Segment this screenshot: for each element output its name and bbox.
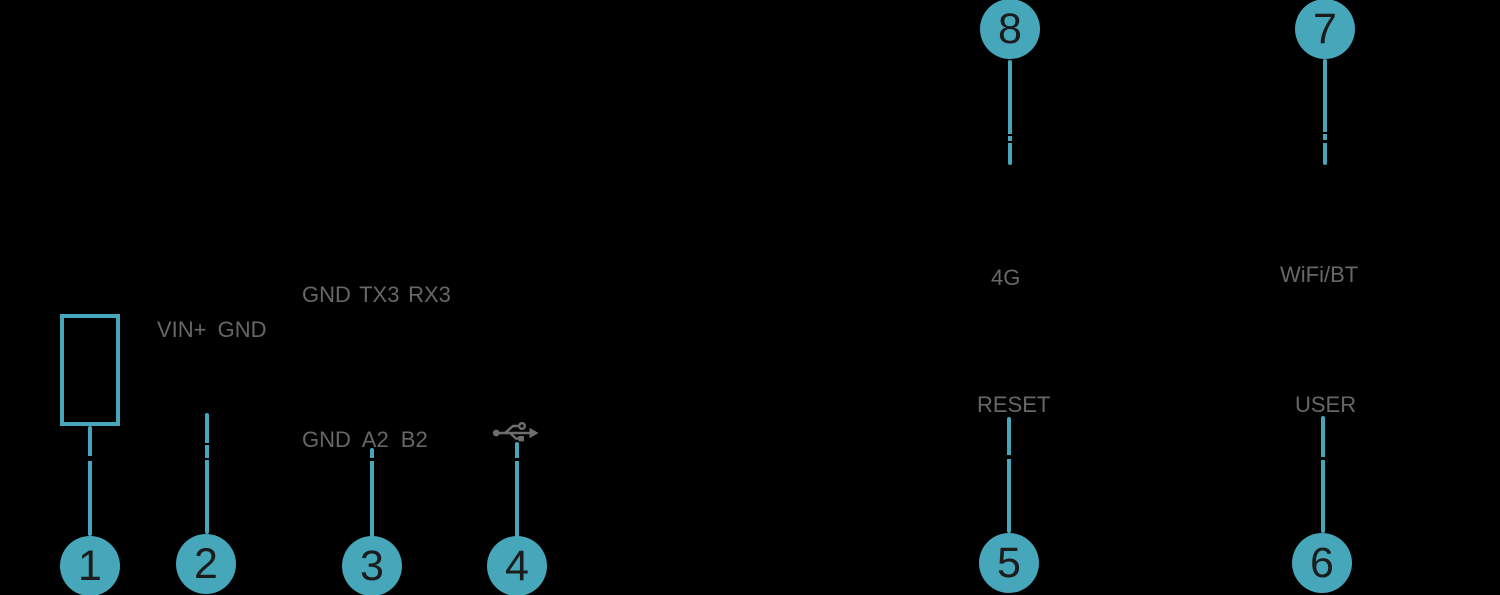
leader-line-8	[1008, 60, 1012, 165]
callout-4-number: 4	[505, 541, 529, 590]
label-uart3-pins: GND TX3 RX3	[302, 282, 451, 307]
callout-4: 4	[487, 536, 547, 595]
callout-7: 7	[1295, 0, 1355, 59]
callout-6: 6	[1292, 533, 1352, 593]
label-rs485-pins: GND A2 B2	[302, 427, 428, 452]
label-reset-button: RESET	[977, 392, 1051, 417]
label-4g-antenna: 4G	[991, 265, 1021, 290]
usb-icon	[492, 422, 539, 442]
leader-line-2	[205, 413, 209, 534]
leader-line-4	[515, 442, 519, 538]
label-wifi-bt-antenna: WiFi/BT	[1280, 262, 1359, 287]
leader-line-3	[370, 448, 374, 538]
callout-2: 2	[176, 534, 236, 594]
leader-line-1	[88, 426, 92, 536]
label-user-button: USER	[1295, 392, 1357, 417]
power-connector-highlight-box	[60, 314, 120, 426]
leader-line-7	[1323, 59, 1327, 165]
callout-1: 1	[60, 536, 120, 595]
callout-2-number: 2	[194, 539, 218, 588]
callout-5-number: 5	[997, 538, 1021, 587]
leader-line-6	[1321, 416, 1325, 533]
callout-8: 8	[980, 0, 1040, 59]
leader-line-5	[1007, 417, 1011, 533]
callout-3-number: 3	[360, 541, 384, 590]
callout-6-number: 6	[1310, 538, 1334, 587]
callout-8-number: 8	[998, 4, 1022, 53]
callout-5: 5	[979, 533, 1039, 593]
callout-1-number: 1	[78, 541, 102, 590]
callout-3: 3	[342, 536, 402, 595]
callout-7-number: 7	[1313, 4, 1337, 53]
label-power-pins: VIN+ GND	[157, 317, 267, 342]
